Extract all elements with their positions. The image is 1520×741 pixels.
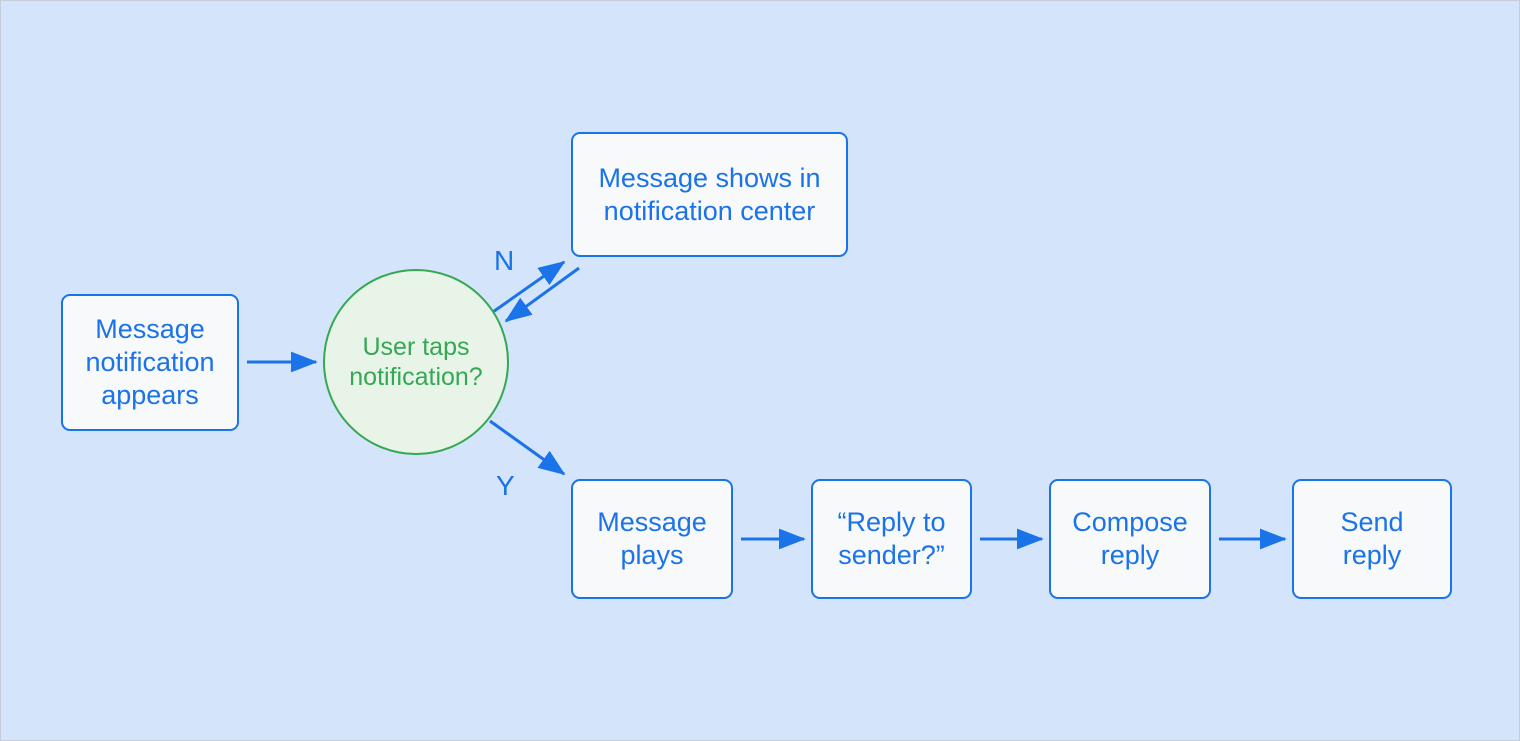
- node-label: “Reply to sender?”: [837, 507, 946, 570]
- node-message-shows-in-notification-center[interactable]: Message shows in notification center: [571, 132, 848, 257]
- node-label: Message shows in notification center: [598, 162, 821, 226]
- node-label: Message plays: [597, 507, 707, 570]
- node-user-taps-notification[interactable]: User taps notification?: [323, 269, 509, 455]
- node-label: User taps notification?: [349, 332, 483, 392]
- node-send-reply[interactable]: Send reply: [1292, 479, 1452, 599]
- node-reply-to-sender[interactable]: “Reply to sender?”: [811, 479, 972, 599]
- node-label: Send reply: [1340, 507, 1404, 570]
- node-label: Compose reply: [1072, 507, 1188, 570]
- edge-decision-to-message-plays: [489, 419, 566, 476]
- edge-notif-center-to-decision: [504, 266, 580, 323]
- node-message-notification-appears[interactable]: Message notification appears: [61, 294, 239, 431]
- edge-label-branch-no: N: [494, 245, 515, 276]
- node-message-plays[interactable]: Message plays: [571, 479, 733, 599]
- node-label: Message notification appears: [85, 314, 215, 410]
- edge-label-branch-yes: Y: [496, 470, 515, 501]
- node-compose-reply[interactable]: Compose reply: [1049, 479, 1211, 599]
